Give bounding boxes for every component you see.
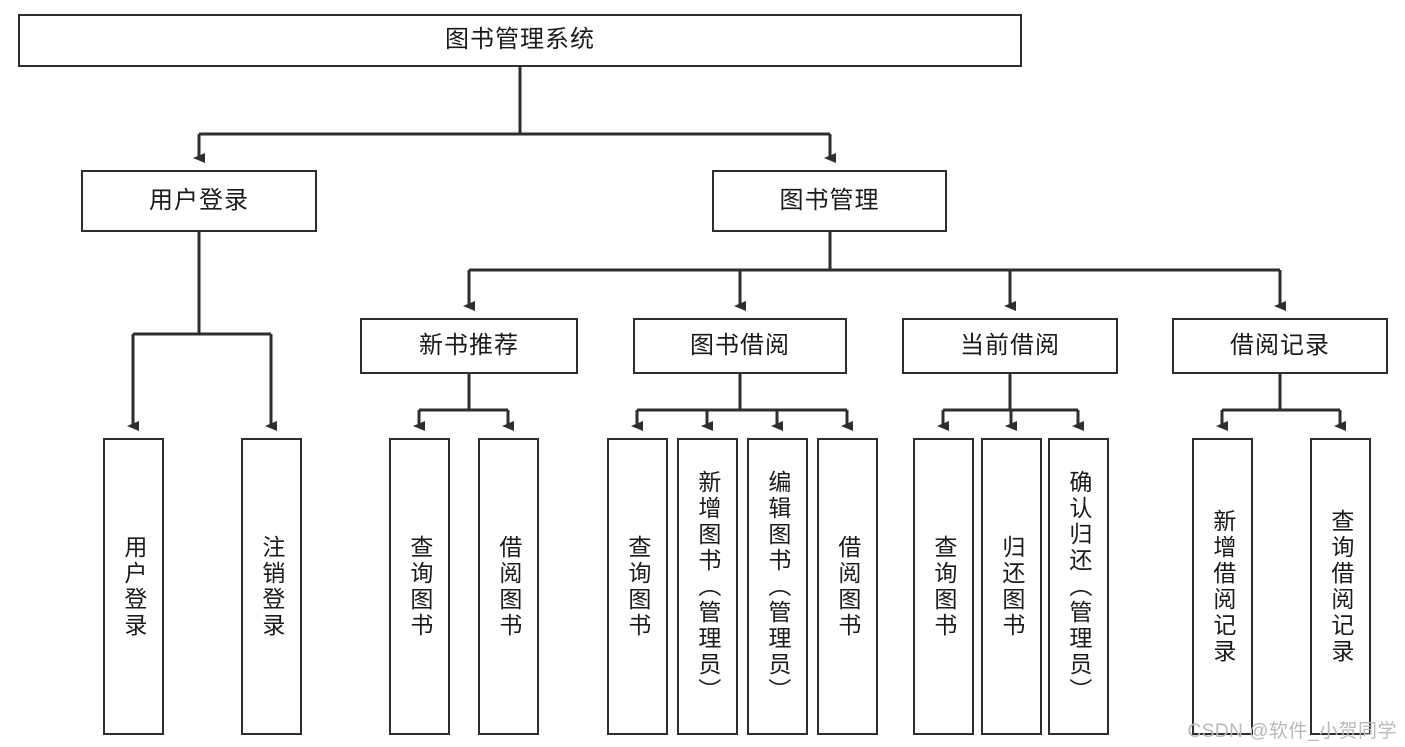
node-leaf-label: 用户登录 bbox=[120, 534, 147, 639]
node-leaf-label: 归还图书 bbox=[998, 534, 1025, 639]
node-leaf[interactable]: 确认归还（管理员） bbox=[1048, 438, 1109, 735]
node-level3-borrow-record[interactable]: 借阅记录 bbox=[1172, 318, 1388, 374]
node-leaf[interactable]: 借阅图书 bbox=[817, 438, 878, 735]
node-leaf-label: 查询图书 bbox=[624, 534, 651, 639]
node-leaf-label: 编辑图书（管理员） bbox=[764, 469, 791, 704]
node-root-book-management-system[interactable]: 图书管理系统 bbox=[18, 14, 1022, 67]
node-leaf-label: 借阅图书 bbox=[495, 534, 522, 639]
node-leaf-label: 查询图书 bbox=[930, 534, 957, 639]
node-leaf[interactable]: 新增借阅记录 bbox=[1192, 438, 1253, 735]
node-leaf-label: 查询借阅记录 bbox=[1327, 508, 1354, 665]
node-leaf[interactable]: 查询图书 bbox=[913, 438, 974, 735]
node-leaf[interactable]: 注销登录 bbox=[241, 438, 302, 735]
node-level3-new-book-recommend[interactable]: 新书推荐 bbox=[360, 318, 578, 374]
node-leaf-label: 查询图书 bbox=[406, 534, 433, 639]
node-leaf[interactable]: 编辑图书（管理员） bbox=[747, 438, 808, 735]
node-leaf-label: 确认归还（管理员） bbox=[1065, 469, 1092, 704]
node-level3-current-borrow[interactable]: 当前借阅 bbox=[902, 318, 1118, 374]
node-leaf[interactable]: 查询图书 bbox=[607, 438, 668, 735]
node-leaf-label: 新增借阅记录 bbox=[1209, 508, 1236, 665]
node-leaf[interactable]: 用户登录 bbox=[103, 438, 164, 735]
node-leaf[interactable]: 归还图书 bbox=[981, 438, 1042, 735]
node-leaf[interactable]: 新增图书（管理员） bbox=[677, 438, 738, 735]
node-leaf-label: 注销登录 bbox=[258, 534, 285, 639]
watermark-text: CSDN @软件_小贺同学 bbox=[1187, 721, 1397, 742]
node-level2-book-management[interactable]: 图书管理 bbox=[712, 170, 947, 232]
node-leaf[interactable]: 借阅图书 bbox=[478, 438, 539, 735]
node-leaf-label: 借阅图书 bbox=[834, 534, 861, 639]
node-level3-book-borrow[interactable]: 图书借阅 bbox=[633, 318, 847, 374]
node-leaf[interactable]: 查询借阅记录 bbox=[1310, 438, 1371, 735]
node-level2-user-login[interactable]: 用户登录 bbox=[81, 170, 317, 232]
node-leaf[interactable]: 查询图书 bbox=[389, 438, 450, 735]
node-leaf-label: 新增图书（管理员） bbox=[694, 469, 721, 704]
